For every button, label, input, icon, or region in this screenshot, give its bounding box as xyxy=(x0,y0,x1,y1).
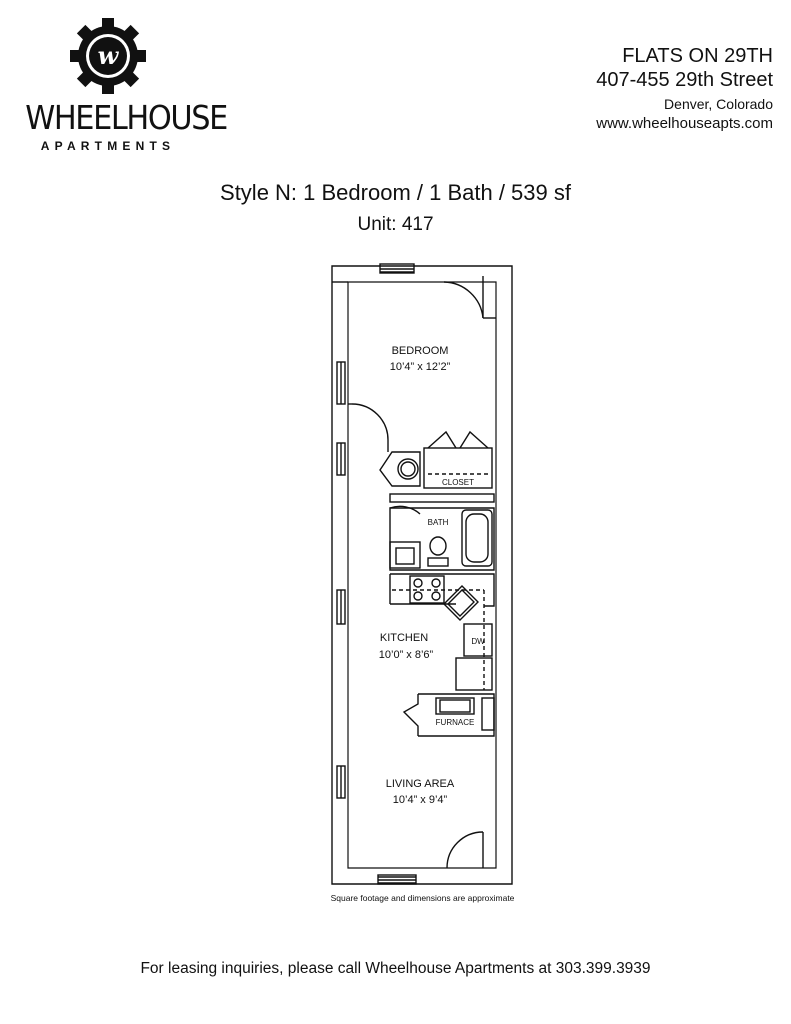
property-address: FLATS ON 29TH 407-455 29th Street Denver… xyxy=(596,44,773,134)
closet-label: CLOSET xyxy=(442,478,474,487)
top-window xyxy=(379,263,415,274)
bedroom-label: BEDROOM xyxy=(392,345,449,357)
plan-unit-title: Unit: 417 xyxy=(357,214,434,235)
logo-wordmark: WHEELHOUSE xyxy=(25,98,228,137)
logo: w WHEELHOUSE APARTMENTS xyxy=(18,16,228,153)
property-street: 407-455 29th Street xyxy=(596,69,773,91)
bedroom-door xyxy=(348,403,389,452)
property-website[interactable]: www.wheelhouseapts.com xyxy=(596,115,773,132)
bottom-window xyxy=(377,874,417,885)
logo-subtitle: APARTMENTS xyxy=(40,139,176,153)
side-windows xyxy=(336,361,346,799)
dishwasher-label: DW xyxy=(471,637,485,646)
logo-mark-letter: w xyxy=(98,41,120,70)
leasing-contact: For leasing inquiries, please call Wheel… xyxy=(140,960,651,977)
bathroom xyxy=(389,505,495,571)
gear-logo-icon: w xyxy=(70,18,146,94)
dimensions-disclaimer: Square footage and dimensions are approx… xyxy=(330,893,515,903)
kitchen-dims: 10’0” x 8’6” xyxy=(379,649,434,661)
bedroom-dims: 10’4” x 12’2” xyxy=(390,361,451,373)
bath-label: BATH xyxy=(428,518,449,527)
property-name: FLATS ON 29TH xyxy=(622,45,773,67)
water-heater xyxy=(379,451,421,487)
living-entry-door xyxy=(446,831,484,869)
living-area-label: LIVING AREA xyxy=(386,778,455,790)
property-city: Denver, Colorado xyxy=(664,96,773,112)
bedroom-entry-door xyxy=(443,276,496,319)
kitchen-counters xyxy=(389,573,495,691)
living-area-dims: 10’4” x 9’4” xyxy=(393,794,448,806)
floor-plan: BEDROOM 10’4” x 12’2” CLOSET BATH KITCHE… xyxy=(331,263,513,885)
plan-style-title: Style N: 1 Bedroom / 1 Bath / 539 sf xyxy=(220,180,571,205)
furnace-label: FURNACE xyxy=(436,718,475,727)
closet xyxy=(389,430,495,503)
exterior-walls xyxy=(331,265,513,885)
kitchen-label: KITCHEN xyxy=(380,632,428,644)
furnace xyxy=(402,693,495,737)
